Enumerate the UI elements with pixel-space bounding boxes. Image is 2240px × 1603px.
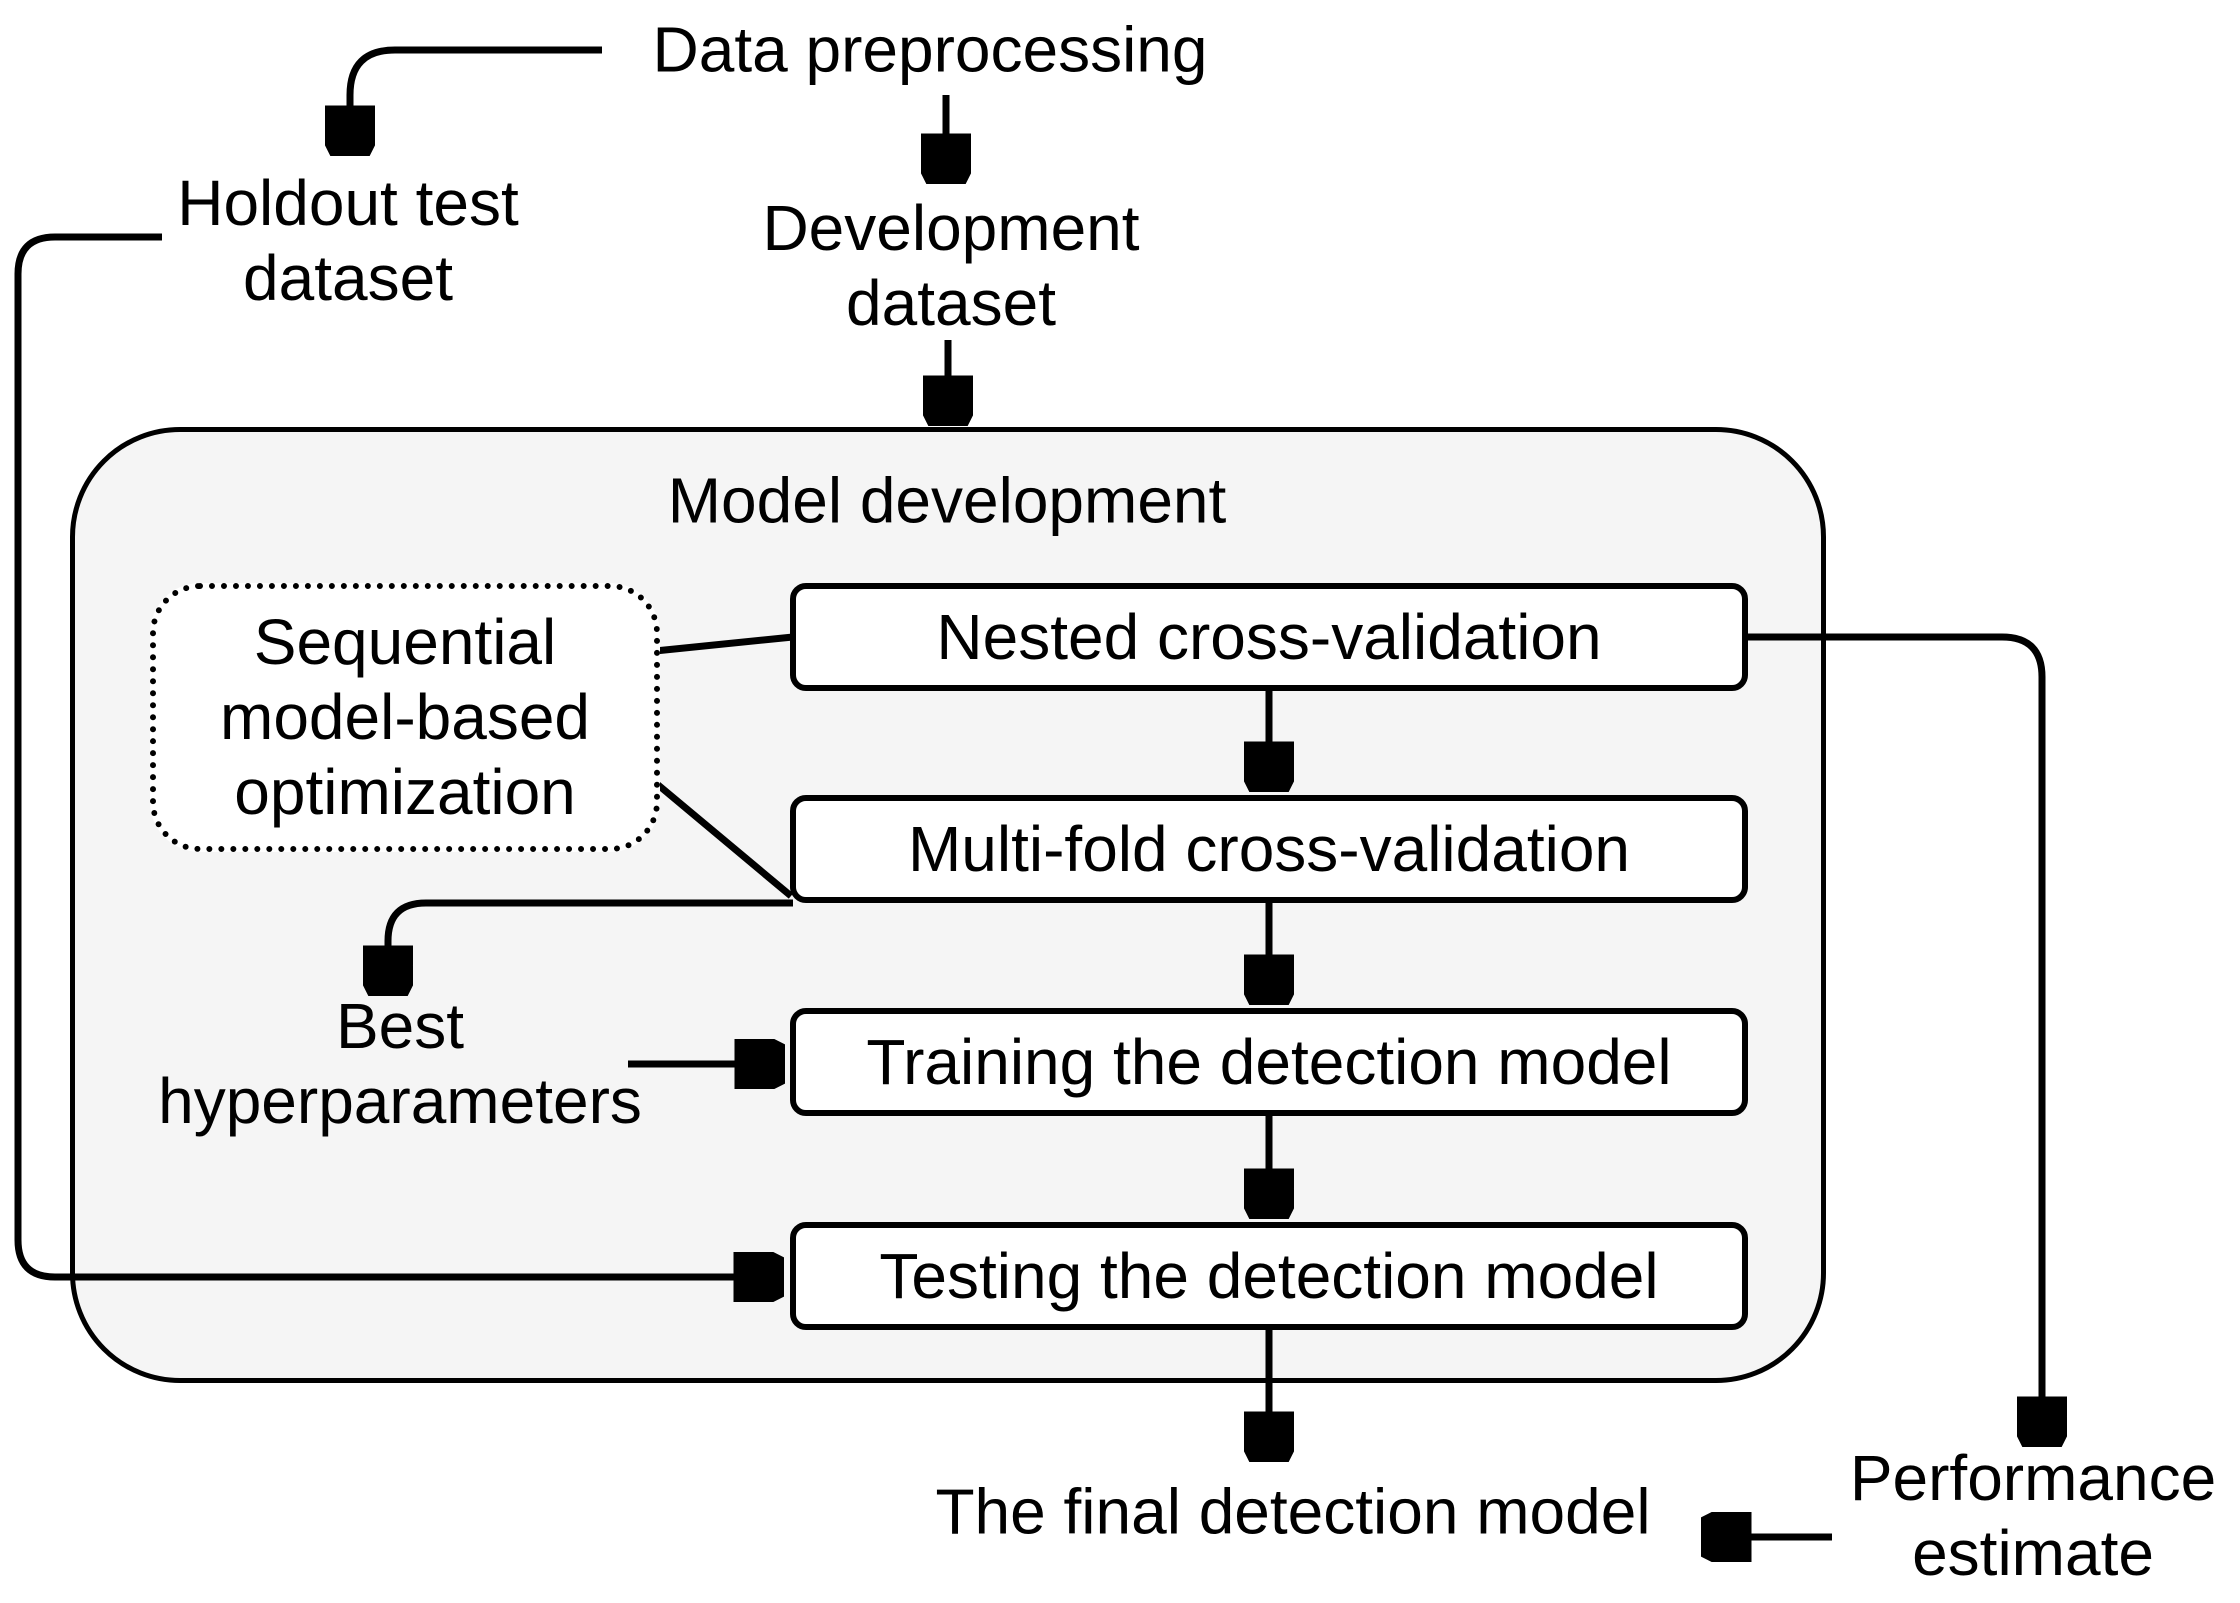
best-hyperparameters-label: Best hyperparameters bbox=[158, 990, 642, 1137]
training-detection-model-label: Training the detection model bbox=[866, 1025, 1672, 1098]
line-smbo-to-nested bbox=[654, 633, 794, 655]
nested-cross-validation-label: Nested cross-validation bbox=[936, 600, 1602, 673]
final-detection-model-label: The final detection model bbox=[935, 1475, 1651, 1548]
performance-estimate-label: Performance estimate bbox=[1849, 1442, 2217, 1589]
sequential-model-based-optimization-box: Sequential model-based optimization bbox=[150, 583, 660, 852]
multi-fold-cross-validation-box: Multi-fold cross-validation bbox=[790, 795, 1748, 903]
arrow-preprocessing-to-holdout bbox=[350, 46, 602, 107]
model-development-title: Model development bbox=[667, 464, 1227, 537]
multi-fold-cross-validation-label: Multi-fold cross-validation bbox=[907, 812, 1631, 885]
development-dataset-label: Development dataset bbox=[762, 192, 1140, 339]
arrow-holdout-to-testing bbox=[14, 233, 735, 1277]
training-detection-model-box: Training the detection model bbox=[790, 1008, 1748, 1116]
testing-detection-model-label: Testing the detection model bbox=[879, 1239, 1659, 1312]
arrow-multifold-to-best-hyperparameters bbox=[388, 899, 793, 947]
nested-cross-validation-box: Nested cross-validation bbox=[790, 583, 1748, 691]
arrow-nested-to-performance-estimate bbox=[1748, 633, 2042, 1398]
data-preprocessing-label: Data preprocessing bbox=[652, 13, 1208, 86]
testing-detection-model-box: Testing the detection model bbox=[790, 1222, 1748, 1330]
holdout-test-dataset-label: Holdout test dataset bbox=[177, 167, 519, 314]
smbo-label: Sequential model-based optimization bbox=[220, 606, 590, 828]
line-smbo-to-multifold bbox=[654, 781, 794, 899]
